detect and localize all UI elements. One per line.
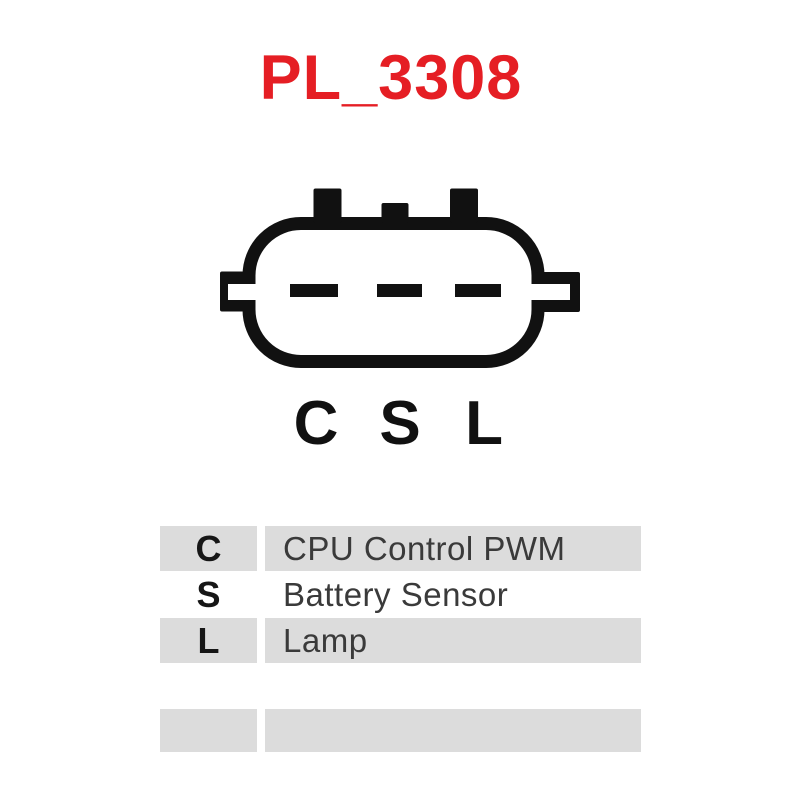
- description-cell: Lamp: [265, 618, 641, 663]
- description-cell: Battery Sensor: [283, 575, 509, 613]
- pin-cell: S: [196, 573, 221, 615]
- pin-blade-c: [290, 284, 338, 297]
- pin-cell: C: [160, 526, 257, 571]
- connector-diagram: [220, 188, 580, 368]
- side-lug-right-slot: [526, 284, 570, 300]
- pin-label-row: C S L: [280, 393, 520, 459]
- table-row: S Battery Sensor: [160, 572, 641, 617]
- top-tab-right: [450, 188, 478, 223]
- pin-cell: L: [160, 618, 257, 663]
- pin-label-s: S: [379, 389, 421, 458]
- table-row: C CPU Control PWM: [160, 526, 641, 571]
- pin-label-c: C: [293, 389, 339, 458]
- table-row: L Lamp: [160, 618, 641, 663]
- side-lug-left-slot: [228, 284, 262, 300]
- pin-cell: [160, 709, 257, 752]
- table-gap: [160, 664, 641, 709]
- table-row-empty: [160, 709, 641, 752]
- part-number-title: PL_3308: [259, 43, 523, 113]
- top-tab-middle: [381, 203, 409, 223]
- description-cell: [265, 709, 641, 752]
- top-tab-left: [313, 188, 342, 223]
- pinout-legend-table: C CPU Control PWM S Battery Sensor L Lam…: [160, 526, 641, 753]
- pin-blade-s: [377, 284, 422, 297]
- pin-label-l: L: [465, 389, 503, 458]
- description-cell: CPU Control PWM: [265, 526, 641, 571]
- pin-blade-l: [455, 284, 501, 297]
